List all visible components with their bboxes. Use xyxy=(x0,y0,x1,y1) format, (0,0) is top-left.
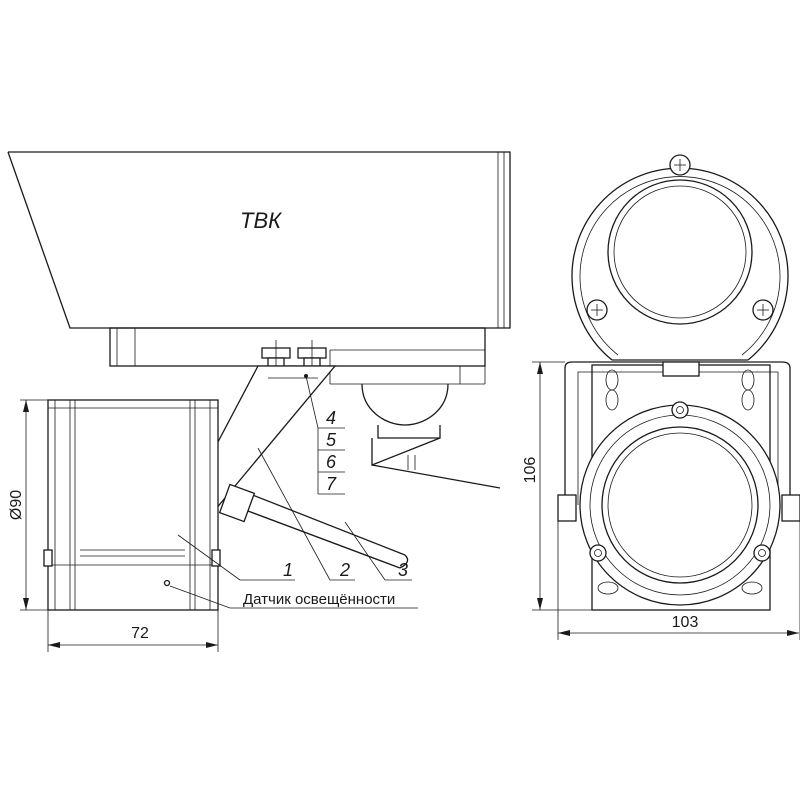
callout-leaders xyxy=(169,374,418,609)
camera-front-view xyxy=(571,167,789,361)
dimension-diameter xyxy=(20,399,48,611)
callout-3: 3 xyxy=(398,560,408,580)
camera-housing xyxy=(7,151,511,385)
dimension-height-front-label: 106 xyxy=(522,457,539,484)
front-screws xyxy=(586,154,774,321)
callout-4: 4 xyxy=(326,408,336,428)
camera-label: ТВК xyxy=(240,208,282,233)
light-sensor xyxy=(163,579,171,587)
cable xyxy=(218,483,409,569)
dimension-width-side xyxy=(47,610,219,652)
dimension-height-front xyxy=(532,361,592,611)
mounting-bolts xyxy=(261,340,327,372)
illuminator-front-view xyxy=(557,361,800,611)
dimension-width-front xyxy=(557,521,800,640)
dimension-width-front-label: 103 xyxy=(672,614,699,631)
dimension-diameter-label: Ø90 xyxy=(8,490,25,520)
dimension-width-side-label: 72 xyxy=(131,625,149,642)
callout-7: 7 xyxy=(326,474,337,494)
illuminator-side-view xyxy=(43,399,221,611)
wall-bracket xyxy=(361,383,501,489)
callout-1: 1 xyxy=(283,560,293,580)
callout-6: 6 xyxy=(326,452,337,472)
sensor-label: Датчик освещённости xyxy=(243,591,395,608)
callout-5: 5 xyxy=(326,430,337,450)
callout-2: 2 xyxy=(339,560,350,580)
